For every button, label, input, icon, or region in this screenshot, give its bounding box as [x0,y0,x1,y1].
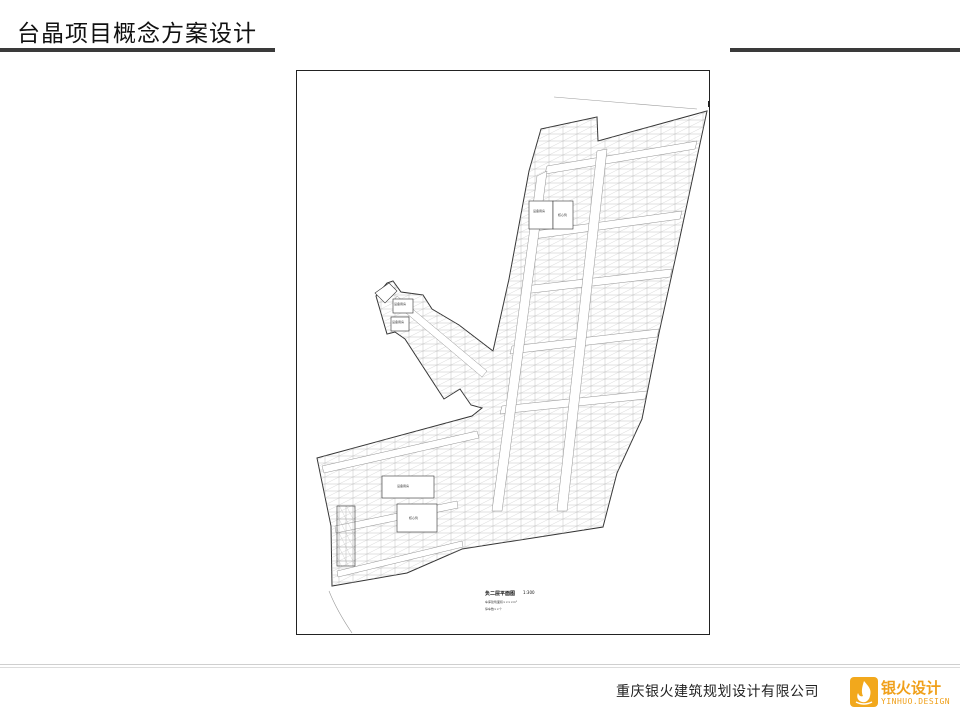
footer-rule [0,667,960,668]
room-label: 核心筒 [558,213,568,217]
header-rule-right [730,48,960,52]
company-name: 重庆银火建筑规划设计有限公司 [616,684,819,700]
plan-note-parking: 停车数××个 [485,607,503,611]
header-rule-left [0,48,275,52]
footer-rule [0,664,960,665]
room-label: 设备用房 [394,302,407,306]
room-label: 设备用房 [392,320,405,324]
site-boundary-line [553,96,698,110]
company-logo: 银火设计 YINHUO.DESIGN [850,675,950,711]
lower-core-rooms [336,475,438,567]
slide-title: 台晶项目概念方案设计 [17,21,257,47]
upper-core-rooms [528,200,574,230]
logo-text: 银火设计 [881,679,942,697]
floor-plan-svg [316,96,710,634]
plan-title: 负二层平面图 [485,591,516,597]
room-label: 设备用房 [533,209,546,213]
logo-subtext: YINHUO.DESIGN [881,697,951,706]
wing-rooms [374,282,414,332]
site-curve-line [328,590,353,634]
drive-aisles [321,140,698,578]
flame-icon [850,677,878,707]
room-label: 设备用房 [397,484,410,488]
floor-plan-drawing: 设备用房 核心筒 设备用房 设备用房 设备用房 核心筒 负二层平面图 1:300… [296,70,710,635]
room-label: 核心筒 [409,516,419,520]
plan-note-area: 车库建筑面积××××m² [485,600,518,604]
plan-scale: 1:300 [523,590,535,595]
